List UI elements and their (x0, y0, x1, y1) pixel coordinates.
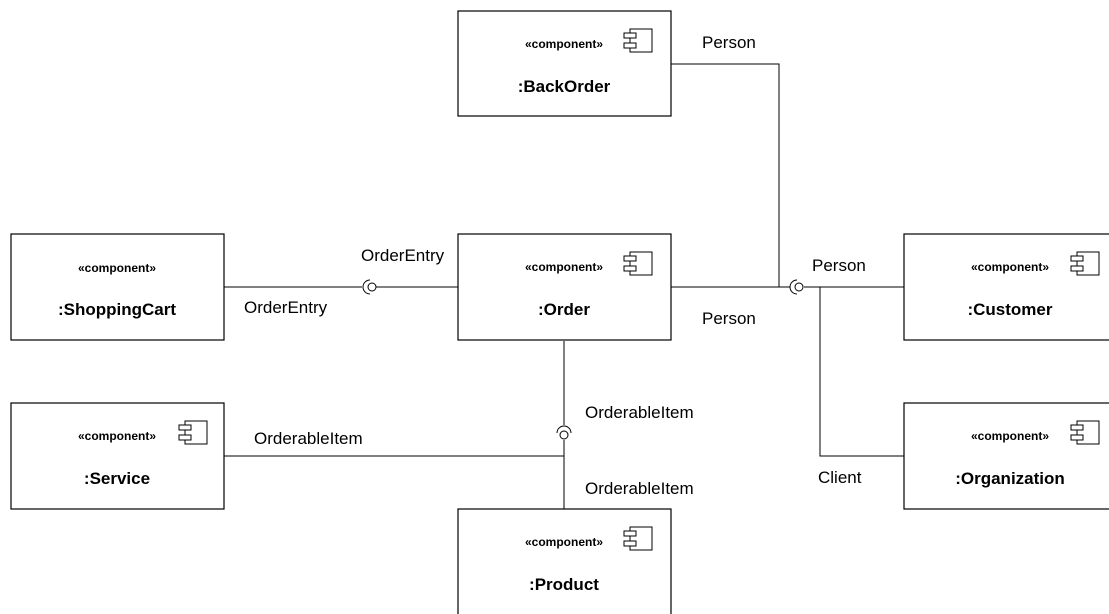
orderentry-ball (367, 282, 377, 292)
component-icon (623, 526, 653, 551)
person-socket (789, 279, 798, 295)
component-order[interactable]: «component» :Order (457, 233, 672, 341)
component-stereotype: «component» (525, 37, 603, 51)
component-name: :ShoppingCart (58, 300, 176, 319)
component-stereotype: «component» (971, 429, 1049, 443)
component-stereotype: «component» (525, 535, 603, 549)
organization-client-connector (819, 287, 904, 457)
person-interface (789, 279, 804, 295)
component-name: :Service (84, 469, 150, 488)
client-label: Client (818, 468, 862, 487)
component-name: :Product (529, 575, 599, 594)
order-orderableitem-label: OrderableItem (585, 403, 694, 422)
component-stereotype: «component» (78, 429, 156, 443)
backorder-person-label: Person (702, 33, 756, 52)
customer-person-label: Person (812, 256, 866, 275)
component-stereotype: «component» (525, 260, 603, 274)
component-backorder[interactable]: «component» :BackOrder (457, 10, 672, 117)
connectors (224, 63, 904, 509)
orderableitem-ball (559, 430, 569, 440)
component-icon (623, 251, 653, 276)
component-icon (178, 420, 208, 445)
order-person-label: Person (702, 309, 756, 328)
component-stereotype: «component» (78, 261, 156, 275)
component-name: :BackOrder (518, 77, 611, 96)
component-shoppingcart[interactable]: «component» :ShoppingCart (10, 233, 225, 341)
orderableitem-interface (556, 425, 572, 440)
component-name: :Customer (967, 300, 1052, 319)
component-product[interactable]: «component» :Product (457, 508, 672, 614)
component-stereotype: «component» (971, 260, 1049, 274)
orderableitem-socket (556, 425, 572, 434)
component-customer[interactable]: «component» :Customer (903, 233, 1109, 341)
service-orderableitem-label: OrderableItem (254, 429, 363, 448)
person-ball (794, 282, 804, 292)
product-orderableitem-label: OrderableItem (585, 479, 694, 498)
backorder-person-connector (671, 63, 780, 287)
component-name: :Order (538, 300, 590, 319)
component-organization[interactable]: «component» :Organization (903, 402, 1109, 510)
component-icon (1070, 420, 1100, 445)
orderentry-required-label: OrderEntry (361, 246, 445, 265)
orderentry-socket (362, 279, 371, 295)
orderentry-provided-label: OrderEntry (244, 298, 328, 317)
component-icon (623, 28, 653, 53)
connector-labels: Person OrderEntry OrderEntry Person Pers… (244, 33, 866, 498)
component-icon (1070, 251, 1100, 276)
orderentry-interface (362, 279, 377, 295)
component-name: :Organization (955, 469, 1065, 488)
component-service[interactable]: «component» :Service (10, 402, 225, 510)
